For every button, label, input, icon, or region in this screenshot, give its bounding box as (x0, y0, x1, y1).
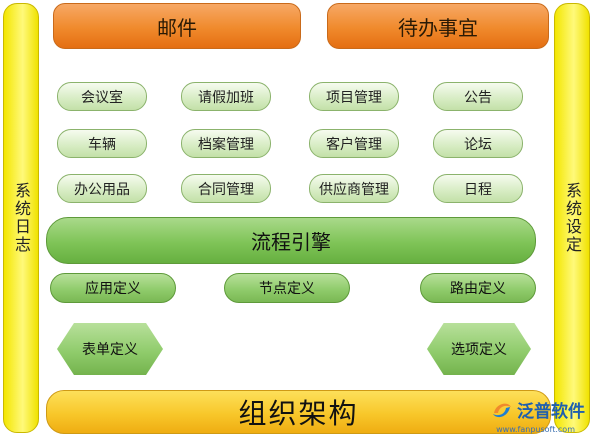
module-forum[interactable]: 论坛 (433, 129, 523, 158)
module-leave-overtime[interactable]: 请假加班 (181, 82, 271, 111)
route-definition-label: 路由定义 (450, 281, 506, 297)
module-label: 会议室 (81, 89, 123, 106)
module-label: 日程 (464, 181, 492, 198)
module-customer-management[interactable]: 客户管理 (309, 129, 399, 158)
organization-structure-bar[interactable]: 组织架构 (46, 390, 551, 434)
workflow-engine-label: 流程引擎 (251, 230, 331, 254)
module-schedule[interactable]: 日程 (433, 174, 523, 203)
option-definition-hexagon[interactable]: 选项定义 (427, 323, 531, 375)
logo-name: 泛普软件 (517, 402, 585, 422)
option-definition-label: 选项定义 (451, 342, 507, 358)
module-label: 项目管理 (326, 89, 382, 106)
system-settings-bar[interactable]: 系统设定 (554, 3, 590, 433)
logo-url: www.fanpusoft.com (496, 425, 575, 434)
system-log-bar[interactable]: 系统日志 (3, 3, 39, 433)
app-definition-label: 应用定义 (85, 281, 141, 297)
organization-structure-label: 组织架构 (238, 397, 359, 430)
module-label: 请假加班 (198, 89, 254, 106)
module-label: 公告 (464, 89, 492, 106)
module-label: 合同管理 (198, 181, 254, 198)
module-archive-management[interactable]: 档案管理 (181, 129, 271, 158)
module-label: 客户管理 (326, 136, 382, 153)
todo-label: 待办事宜 (398, 15, 478, 40)
module-label: 车辆 (88, 136, 116, 153)
module-project-management[interactable]: 项目管理 (309, 82, 399, 111)
node-definition-button[interactable]: 节点定义 (224, 273, 350, 303)
module-vehicle[interactable]: 车辆 (57, 129, 147, 158)
logo-swirl-icon (493, 403, 511, 417)
company-logo: 泛普软件 (490, 397, 585, 422)
module-supplier-management[interactable]: 供应商管理 (309, 174, 399, 203)
module-label: 档案管理 (198, 136, 254, 153)
module-contract-management[interactable]: 合同管理 (181, 174, 271, 203)
module-label: 论坛 (464, 136, 492, 153)
todo-button[interactable]: 待办事宜 (327, 3, 549, 49)
module-meeting-room[interactable]: 会议室 (57, 82, 147, 111)
system-log-label: 系统日志 (12, 182, 31, 254)
module-announcement[interactable]: 公告 (433, 82, 523, 111)
node-definition-label: 节点定义 (259, 281, 315, 297)
form-definition-hexagon[interactable]: 表单定义 (57, 323, 163, 375)
route-definition-button[interactable]: 路由定义 (420, 273, 536, 303)
module-label: 供应商管理 (319, 181, 389, 198)
mail-button[interactable]: 邮件 (53, 3, 301, 49)
system-settings-label: 系统设定 (563, 182, 582, 254)
mail-label: 邮件 (157, 15, 197, 40)
module-office-supplies[interactable]: 办公用品 (57, 174, 147, 203)
module-label: 办公用品 (74, 181, 130, 198)
app-definition-button[interactable]: 应用定义 (50, 273, 176, 303)
workflow-engine-bar[interactable]: 流程引擎 (46, 217, 536, 264)
form-definition-label: 表单定义 (82, 342, 138, 358)
